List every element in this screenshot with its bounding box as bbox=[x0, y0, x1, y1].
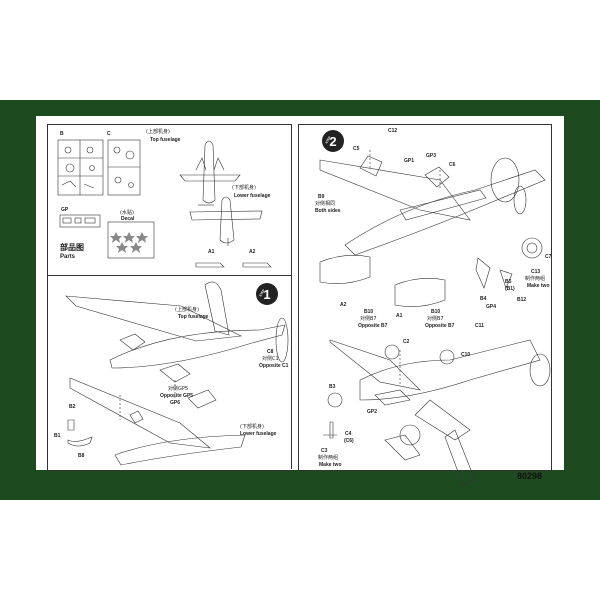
step2-b10b: B10 bbox=[431, 309, 441, 315]
top-fuselage-drawing bbox=[179, 140, 241, 206]
step2-c6: C6 bbox=[449, 162, 456, 168]
step1-top-en: Top fuselage bbox=[178, 314, 209, 320]
step2-make-two2-en: Make two bbox=[319, 462, 342, 468]
step2-c6b: (C6) bbox=[344, 438, 354, 444]
decal-sheet bbox=[107, 221, 155, 259]
step2-c7: C7 bbox=[545, 254, 552, 260]
step1-badge: STEP 1 bbox=[256, 283, 278, 305]
step2-opp-b7b-en: Opposite B7 bbox=[425, 323, 455, 329]
step1-panel bbox=[47, 275, 292, 471]
step1-lower-cn: (下部机身) bbox=[240, 424, 264, 430]
step1-number: 1 bbox=[263, 286, 271, 302]
step2-upper-aircraft bbox=[319, 150, 546, 307]
step2-b1: (B1) bbox=[505, 286, 515, 292]
sprue-c-label: C bbox=[107, 131, 111, 137]
top-fuselage-en: Top fuselage bbox=[150, 137, 181, 143]
step1-lower-en: Lower fuselage bbox=[240, 431, 277, 437]
step1-gp-en: Opposite GP5 bbox=[160, 393, 194, 399]
step2-gp4: GP4 bbox=[486, 304, 497, 310]
step2-gp2: GP2 bbox=[367, 409, 378, 415]
step2-b9: B9 bbox=[318, 194, 325, 200]
product-code: 80298 bbox=[517, 471, 543, 481]
step2-badge: STEP 2 bbox=[322, 130, 344, 152]
step2-a1: A1 bbox=[396, 313, 403, 319]
sprue-gp-label: GP bbox=[61, 207, 69, 213]
part-a1-label: A1 bbox=[208, 249, 215, 255]
step1-c8-en: Opposite C1 bbox=[259, 363, 289, 369]
step2-number: 2 bbox=[329, 133, 337, 149]
step2-a2: A2 bbox=[340, 302, 347, 308]
step2-gp3: GP3 bbox=[426, 153, 437, 159]
step2-opp-b7-en: Opposite B7 bbox=[358, 323, 388, 329]
step1-top-cn: (上部机身) bbox=[175, 307, 199, 313]
part-a2-label: A2 bbox=[249, 249, 256, 255]
step1-gp6: GP6 bbox=[170, 400, 181, 406]
parts-panel bbox=[47, 124, 292, 276]
step1-c8-cn: 对侧C1 bbox=[262, 356, 279, 362]
sprue-b-label: B bbox=[60, 131, 64, 137]
step2-b12: B12 bbox=[517, 297, 527, 303]
step2-make-two2-cn: 制作两组 bbox=[318, 455, 339, 461]
step2-lower-aircraft bbox=[323, 339, 551, 486]
step2-c13: C13 bbox=[531, 269, 541, 275]
step2-c12: C12 bbox=[388, 128, 398, 134]
step2-b10: B10 bbox=[364, 309, 374, 315]
step2-opp-b7-cn: 对侧B7 bbox=[360, 316, 377, 322]
step2-opp-b7b-cn: 对侧B7 bbox=[427, 316, 444, 322]
step1-b8: B8 bbox=[78, 453, 85, 459]
a-parts-drawing bbox=[195, 262, 272, 268]
step2-b5: B5 bbox=[505, 279, 512, 285]
step2-both-en: Both sides bbox=[315, 208, 341, 214]
step2-b3: B3 bbox=[329, 384, 336, 390]
lower-fuselage-cn: (下部机身) bbox=[232, 185, 256, 191]
photo-etch-fret bbox=[59, 214, 101, 228]
sprue-c-drawing bbox=[107, 139, 141, 196]
step1-c8: C8 bbox=[267, 349, 274, 355]
top-fuselage-cn: (上部机身) bbox=[146, 129, 170, 135]
parts-title-en: Parts bbox=[60, 254, 76, 260]
step2-gp1: GP1 bbox=[404, 158, 415, 164]
decal-label-cn: (水贴) bbox=[120, 210, 134, 216]
step2-b4: B4 bbox=[480, 296, 487, 302]
step2-c5: C5 bbox=[353, 146, 360, 152]
step2-make-two-en: Make two bbox=[527, 283, 550, 289]
step2-both-cn: 对侧相同 bbox=[315, 201, 336, 207]
step2-c2: C2 bbox=[403, 339, 410, 345]
step2-panel bbox=[298, 124, 552, 471]
lower-fuselage-drawing bbox=[189, 196, 263, 246]
step1-b1: B1 bbox=[54, 433, 61, 439]
step2-c11: C11 bbox=[475, 323, 484, 329]
step2-c3: C3 bbox=[321, 448, 328, 454]
decal-label-en: Decal bbox=[121, 216, 135, 222]
step2-c4: C4 bbox=[345, 431, 352, 437]
step2-c10: C10 bbox=[461, 352, 471, 358]
sprue-b-drawing bbox=[57, 139, 104, 196]
panel-divider bbox=[291, 124, 292, 469]
instruction-sheet bbox=[36, 116, 564, 470]
step1-aircraft bbox=[65, 281, 289, 466]
parts-title-cn: 部品图 bbox=[60, 243, 84, 252]
step2-make-two-cn: 制作两组 bbox=[525, 276, 546, 282]
step1-b2: B2 bbox=[69, 404, 76, 410]
step1-gp-cn: 对侧GP5 bbox=[168, 386, 189, 392]
lower-fuselage-en: Lower fuselage bbox=[234, 193, 271, 199]
